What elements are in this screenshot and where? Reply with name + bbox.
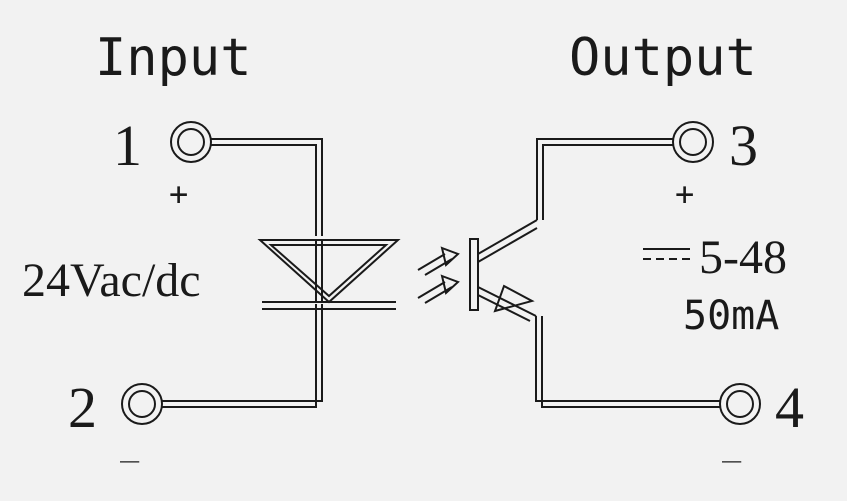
terminal-2-polarity: _ [120,425,140,463]
input-title: Input [95,28,252,88]
output-wire-bottom [535,316,720,408]
terminal-3-polarity: + [675,175,694,213]
dc-symbol-icon [643,248,690,260]
output-current: 50mA [683,293,779,339]
terminal-1-icon [170,121,212,163]
terminal-3-number: 3 [729,113,758,178]
output-voltage: 5-48 [699,231,787,284]
terminal-4-icon [719,383,761,425]
led-diode [257,239,401,310]
light-emission-arrows [417,246,460,304]
terminal-2-number: 2 [68,375,97,440]
input-wire-top [210,138,323,236]
terminal-1-polarity: + [169,175,188,213]
terminal-4-number: 4 [775,375,804,440]
output-title: Output [569,28,757,88]
input-wire-bottom [162,304,323,408]
input-voltage: 24Vac/dc [22,254,201,307]
terminal-3-icon [672,121,714,163]
phototransistor [469,219,538,322]
terminal-1-number: 1 [113,113,142,178]
terminal-2-icon [121,383,163,425]
terminal-4-polarity: _ [722,425,742,463]
output-wire-top [536,138,673,220]
